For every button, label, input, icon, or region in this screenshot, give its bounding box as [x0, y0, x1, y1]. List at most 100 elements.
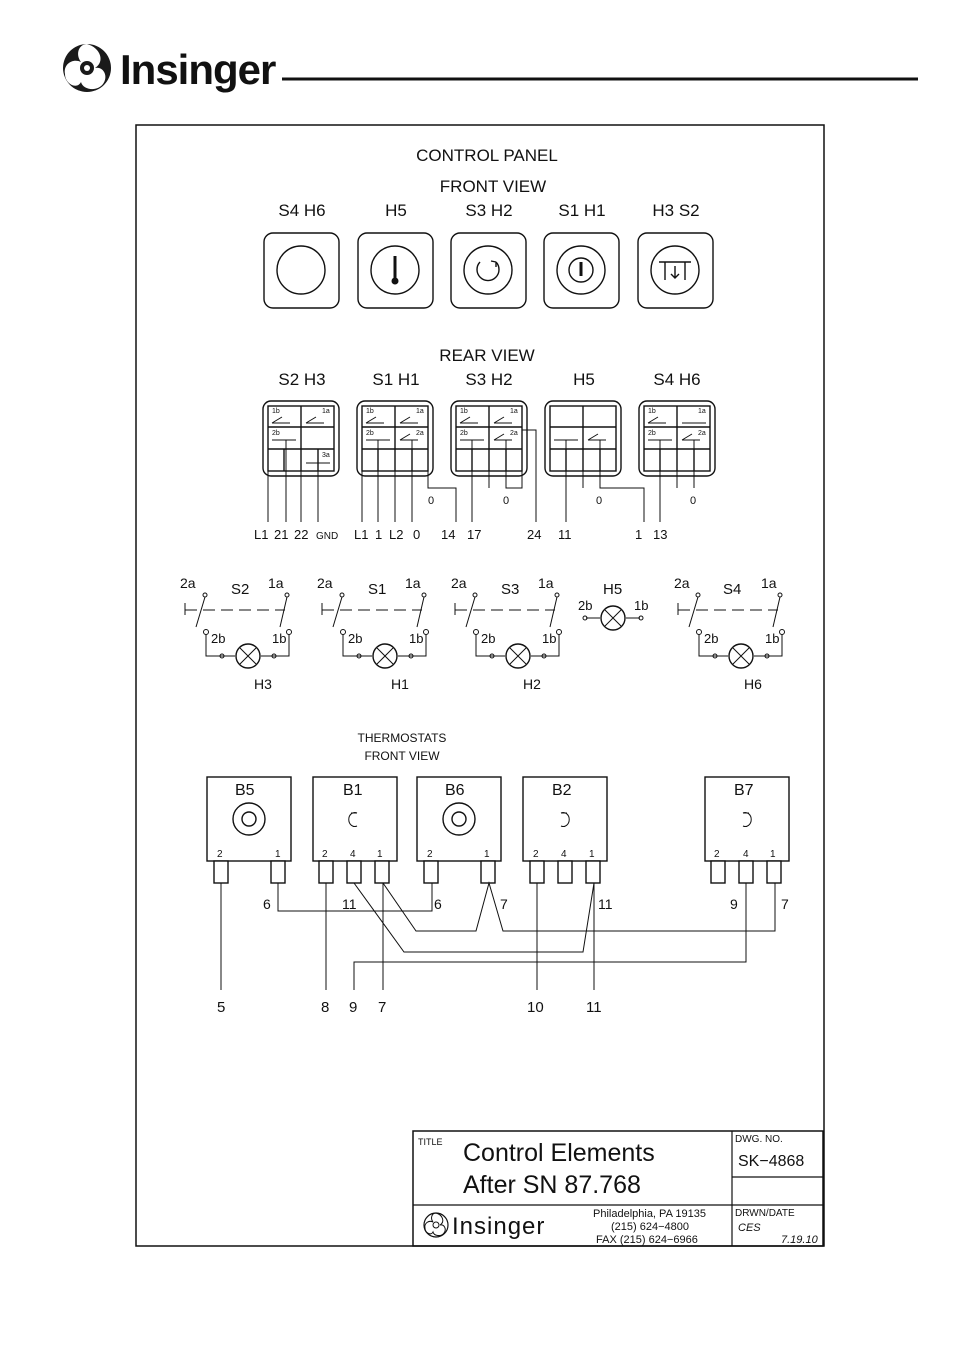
wire-label: 5 [217, 999, 225, 1016]
wire-label: 10 [527, 999, 544, 1016]
wire-label: 9 [730, 896, 738, 912]
front-label: S1 H1 [558, 201, 605, 220]
thermostat-wiring [220, 881, 776, 990]
wire-label: 6 [263, 896, 271, 912]
pin-label: 2 [217, 849, 223, 860]
contact-label: 2b [211, 631, 225, 646]
rear-terminal-labels: L1 21 22 GND L1 1 L2 0 14 17 24 11 1 13 [254, 527, 667, 542]
thermostat-label: B5 [235, 782, 255, 799]
page-header: Insinger [0, 0, 954, 110]
contact-label: 1a [416, 408, 424, 415]
thermostats-title: THERMOSTATS [358, 731, 447, 745]
title-block-company: Insinger [452, 1213, 545, 1240]
contact-label: 1b [460, 408, 468, 415]
thermostat-b1: B1 2 4 1 [312, 776, 398, 884]
contact-label: 2b [648, 430, 656, 437]
front-view-labels: S4 H6 H5 S3 H2 S1 H1 H3 S2 [278, 201, 699, 220]
knob-icon [560, 812, 570, 827]
wire-label: 11 [598, 896, 613, 912]
thermostats-front-view-title: FRONT VIEW [364, 749, 440, 763]
wire-label: 9 [349, 999, 357, 1016]
front-button-h5 [357, 232, 434, 309]
wire-label: 11 [586, 999, 602, 1016]
rear-wiring [267, 429, 695, 522]
thermometer-icon [391, 256, 399, 285]
pin-label: 1 [770, 849, 776, 860]
zero-label: 0 [596, 495, 602, 507]
rear-label: S4 H6 [653, 370, 700, 389]
lamp-label: H3 [254, 676, 272, 692]
rear-label: S2 H3 [278, 370, 325, 389]
contact-label: 1a [510, 408, 518, 415]
contact-label: 2b [348, 631, 362, 646]
schematic-s1-h1: 2a S1 1a 2b 1b H1 [317, 575, 429, 692]
schematic-h5: H5 2b 1b [578, 581, 648, 631]
pin-label: 1 [377, 849, 383, 860]
contact-label: 1b [409, 631, 423, 646]
front-label: H5 [385, 201, 407, 220]
drawn-by: CES [738, 1222, 761, 1234]
lamp-label: H1 [391, 676, 409, 692]
front-label: S3 H2 [465, 201, 512, 220]
terminal-label: 13 [653, 527, 667, 542]
rear-label: S1 H1 [372, 370, 419, 389]
lamp-icon [505, 643, 531, 669]
front-label: H3 S2 [652, 201, 699, 220]
pin-label: 2 [427, 849, 433, 860]
terminal-label: 14 [441, 527, 455, 542]
control-panel-title: CONTROL PANEL [416, 146, 558, 165]
terminal-label: 24 [527, 527, 541, 542]
zero-label: 0 [503, 495, 509, 507]
contact-label: 2b [366, 430, 374, 437]
contact-label: 2a [674, 575, 690, 591]
terminal-label: L1 [254, 527, 268, 542]
contact-label: 1a [538, 575, 554, 591]
contact-label: 1a [268, 575, 284, 591]
insinger-logo: Insinger [63, 44, 277, 93]
front-button-s3-h2 [450, 232, 527, 309]
front-button-h3-s2 [637, 232, 714, 309]
contact-label: 1b [272, 631, 286, 646]
pin-label: 2 [322, 849, 328, 860]
front-view-title: FRONT VIEW [440, 177, 546, 196]
front-button-s1-h1 [543, 232, 620, 309]
terminal-label: 11 [558, 527, 572, 542]
swirl-logo-icon [63, 44, 111, 92]
switch-label: S1 [368, 581, 386, 598]
wire-label: 7 [500, 896, 508, 912]
terminal-label: 17 [467, 527, 481, 542]
contact-label: 3a [322, 452, 330, 459]
schematic-s2-h3: 2a S2 1a 2b 1b H3 [180, 575, 292, 692]
wire-labels-mid: 6 11 6 7 11 9 7 [263, 896, 789, 912]
thermostat-units: B5 2 1 B1 2 4 1 B6 2 1 [206, 776, 790, 884]
terminal-label: 22 [294, 527, 308, 542]
lamp-label: H6 [744, 676, 762, 692]
thermostat-b5: B5 2 1 [206, 776, 292, 884]
front-view-buttons [263, 232, 714, 309]
company-fax: FAX (215) 624−6966 [596, 1234, 698, 1246]
contact-label: 2a [510, 430, 518, 437]
lamp-label: H5 [603, 581, 622, 598]
steam-valve-icon [659, 261, 691, 280]
schematic-s3-h2: 2a S3 1a 2b 1b H2 [451, 575, 562, 692]
knob-icon [348, 812, 358, 827]
title-label: TITLE [418, 1137, 443, 1147]
contact-label: 1b [366, 408, 374, 415]
switch-label: S3 [501, 581, 519, 598]
lamp-icon [600, 605, 626, 631]
drawing-date: 7.19.10 [781, 1234, 819, 1246]
contact-label: 1b [765, 631, 779, 646]
wire-label: 11 [342, 896, 357, 912]
pin-label: 1 [484, 849, 490, 860]
contact-label: 2a [317, 575, 333, 591]
thermostat-label: B7 [734, 782, 754, 799]
rear-block-s4-h6: 1b 1a 2b 2a [638, 400, 716, 477]
drawing-title-line1: Control Elements [463, 1139, 655, 1167]
wire-label: 6 [434, 896, 442, 912]
wire-label: 7 [781, 896, 789, 912]
pin-label: 4 [743, 849, 749, 860]
wire-label: 8 [321, 999, 329, 1016]
lamp-label: H2 [523, 676, 541, 692]
lamp-icon [235, 643, 261, 669]
rear-block-s2-h3: 1b 1a 2b 3a [262, 400, 340, 477]
